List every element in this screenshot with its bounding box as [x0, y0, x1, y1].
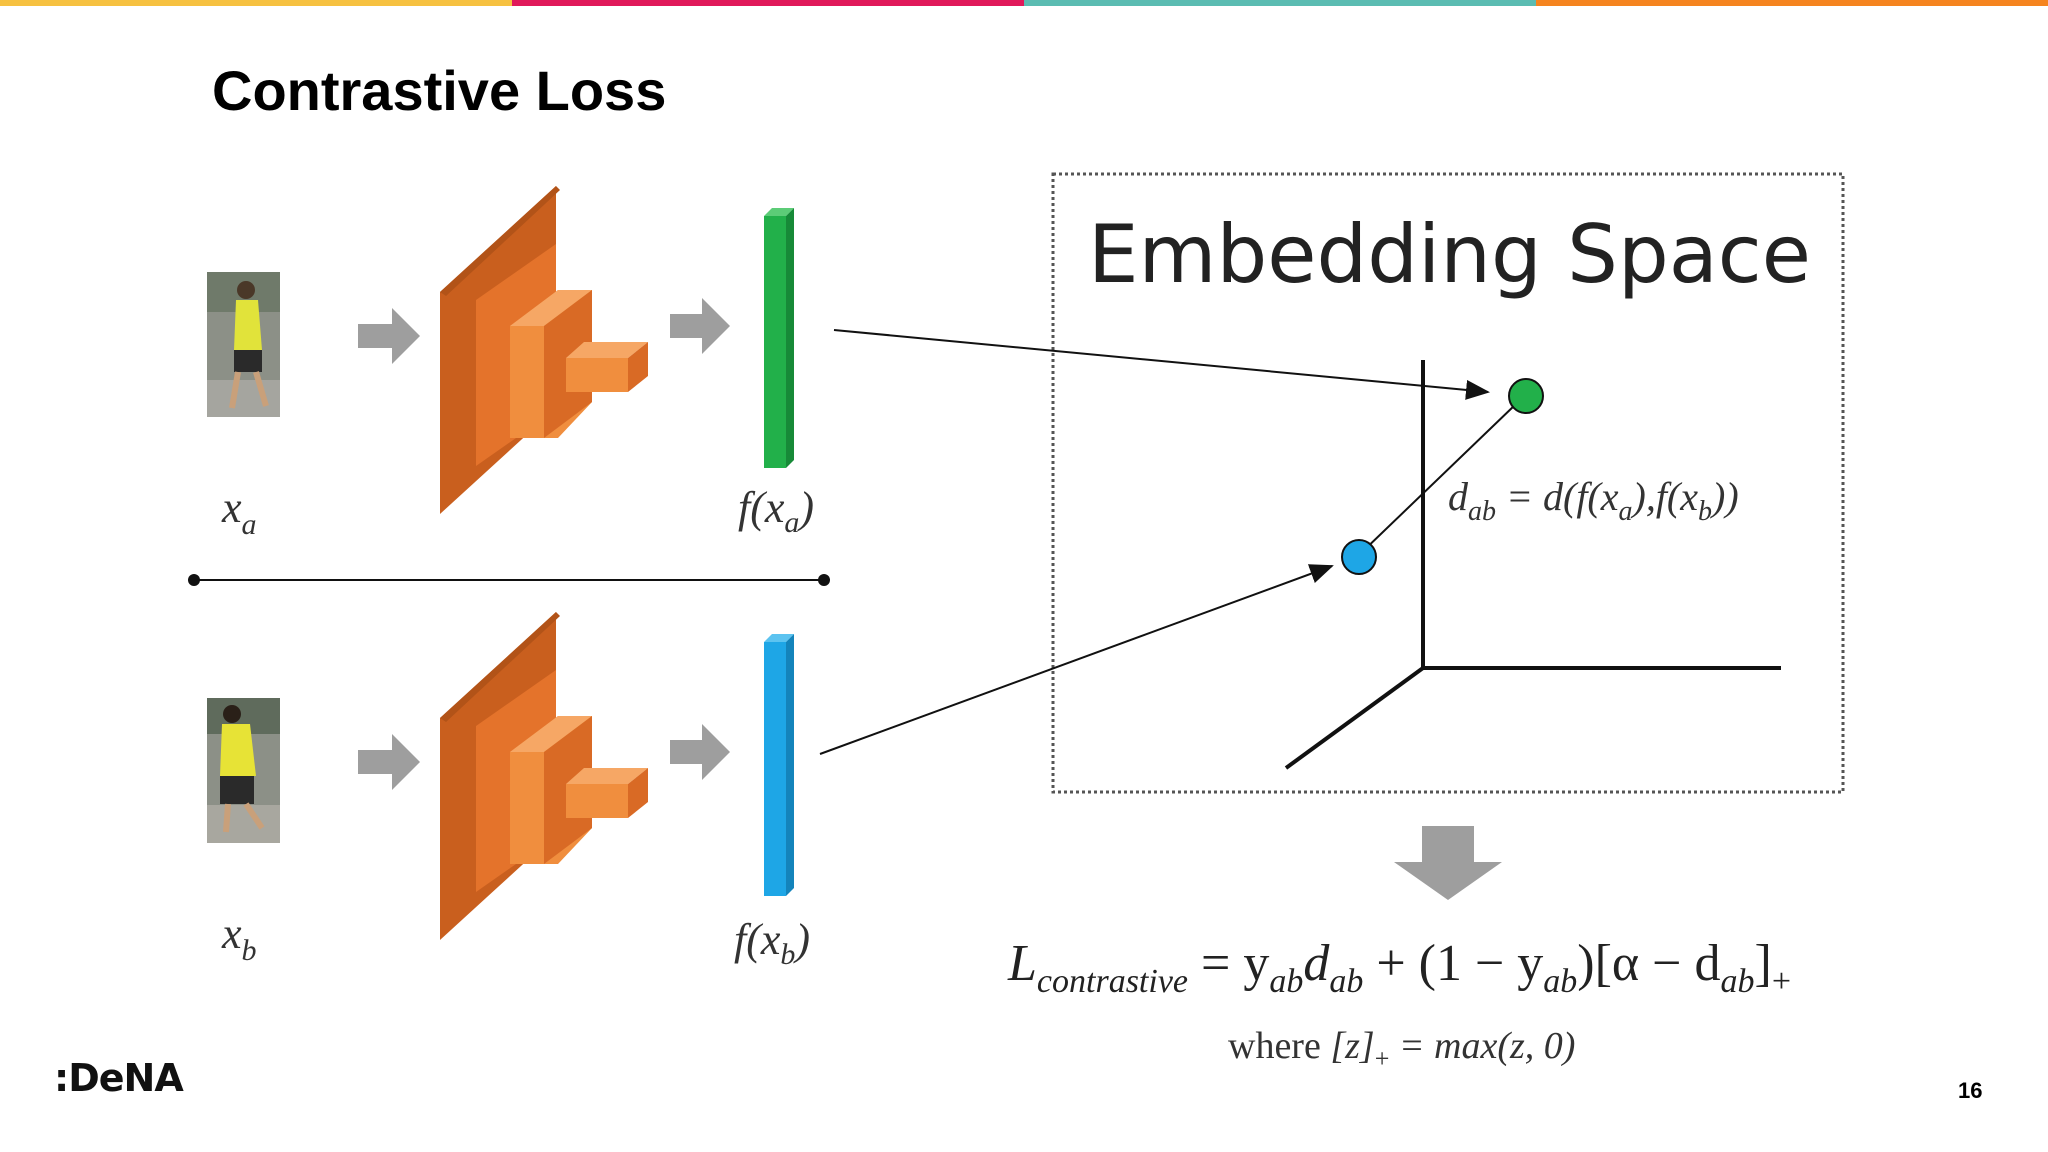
embedding-space-box — [1051, 172, 1845, 794]
input-label-a: xa — [221, 483, 257, 541]
loss-formula: Lcontrastive = yabdab + (1 − yab)[α − da… — [1007, 935, 1791, 1000]
input-image-a — [207, 272, 280, 417]
embedding-axes — [1284, 360, 1781, 770]
arrow-right-icon — [358, 308, 420, 790]
embedding-vector-a — [764, 208, 794, 468]
embedding-label-a: f(xa) — [738, 483, 814, 539]
where-clause: where [z]+ = max(z, 0) — [1228, 1025, 1575, 1073]
page-number: 16 — [1958, 1078, 1983, 1103]
dena-logo: :DeNA — [54, 1056, 184, 1100]
arrow-down-icon — [1394, 826, 1502, 900]
slide-title: Contrastive Loss — [212, 59, 667, 122]
input-image-b — [207, 698, 280, 843]
top-bar-magenta — [512, 0, 1024, 6]
top-bar-orange — [1536, 0, 2048, 6]
embedding-space-title: Embedding Space — [1088, 208, 1811, 301]
cnn-network-a — [440, 186, 648, 514]
embedding-label-b: f(xb) — [734, 915, 810, 971]
input-label-b: xb — [221, 909, 257, 967]
embedding-vector-b — [764, 634, 794, 896]
arrow-right-icon — [670, 298, 730, 780]
person-photo-icon — [237, 281, 255, 299]
person-photo-icon — [223, 705, 241, 723]
embedding-point-a — [1508, 378, 1544, 414]
cnn-network-b — [440, 612, 648, 940]
color-top-bar — [0, 0, 2048, 6]
distance-label: dab = d(f(xa),f(xb)) — [1448, 474, 1739, 527]
top-bar-yellow — [0, 0, 512, 6]
top-bar-teal — [1024, 0, 1536, 6]
arrow-to-point-a — [833, 329, 1490, 400]
arrow-to-point-b — [819, 564, 1334, 755]
embedding-point-b — [1341, 539, 1377, 575]
distance-line — [1357, 403, 1517, 557]
